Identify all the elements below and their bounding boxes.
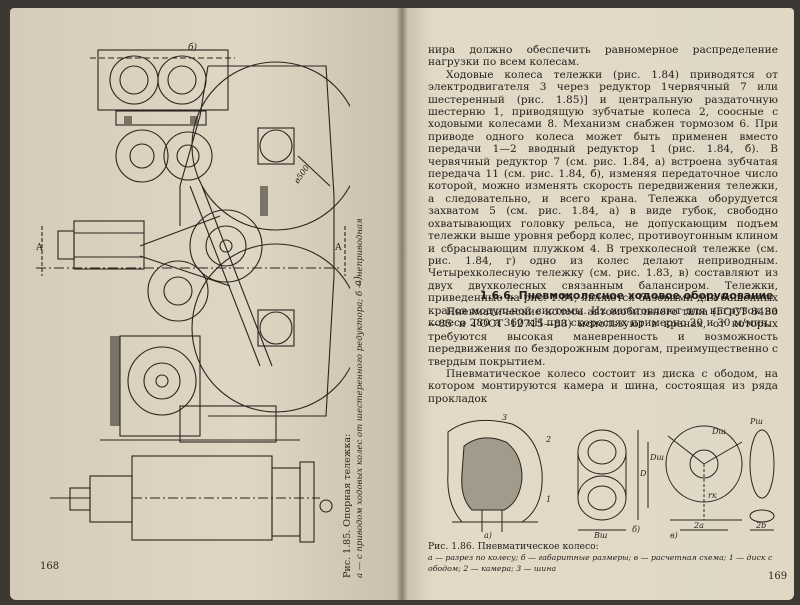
page-number-left: 168 [40,561,60,572]
view-b-label: б) [188,42,197,53]
paragraph: Ходовые колеса тележки (рис. 1.84) приво… [428,68,778,329]
figure-label-rk: rк [708,491,717,500]
pneumatic-wheel-figure: 3 2 1 а) D Dш Bш б) Dш rк 2а 2b Рш в) [447,413,775,540]
paragraph: Пневматическое колесо состоит из диска с… [428,368,778,405]
left-caption-detail: а — с приводом ходовых колес от шестерен… [355,218,365,578]
figure-label-3: 3 [502,413,507,422]
figure-label-a: а) [484,531,492,540]
section-mark-a-right: А [335,243,342,253]
figure-label-d: D [639,469,647,478]
left-page: ø500 А А б) а) Рис. 1.85. Опорная тележк… [10,8,402,600]
dimension-label: ø500 [292,164,311,186]
right-caption-title: Рис. 1.86. Пневматическое колесо: [428,541,599,552]
page-number-right: 169 [768,571,788,582]
paragraph: нира должно обеспечить равномерное распр… [428,44,778,69]
section-mark-a-left: А [36,243,43,253]
figure-label-v: в) [670,531,678,540]
figure-label-1: 1 [546,495,551,504]
book-gutter [396,8,408,600]
body-text-bottom: Пневматические колеса автомобильного тип… [428,306,778,405]
figure-label-dw: Dш [649,453,664,462]
figure-label-pw: Рш [749,417,763,426]
figure-label-2b: 2b [755,521,766,530]
right-page: нира должно обеспечить равномерное распр… [402,8,794,600]
left-figure-caption: Рис. 1.85. Опорная тележка: а — с привод… [342,118,366,578]
bogie-drawing: ø500 А А б) [36,42,350,543]
paragraph: Пневматические колеса автомобильного тип… [428,306,778,368]
figure-label-2a: 2а [693,521,704,530]
right-figure-caption: Рис. 1.86. Пневматическое колесо: а — ра… [428,541,778,574]
section-heading: 1.6.6. Пневмоколесное ходовое оборудован… [480,289,774,302]
body-text-top: нира должно обеспечить равномерное распр… [428,44,778,329]
right-caption-detail: а — разрез по колесу; б — габаритные раз… [428,553,773,573]
left-caption-title: Рис. 1.85. Опорная тележка: [342,433,353,578]
figure-label-dsh: Dш [711,427,726,436]
figure-label-b: б) [632,525,640,534]
figure-label-2: 2 [545,435,551,444]
figure-label-bw: Bш [593,531,608,540]
